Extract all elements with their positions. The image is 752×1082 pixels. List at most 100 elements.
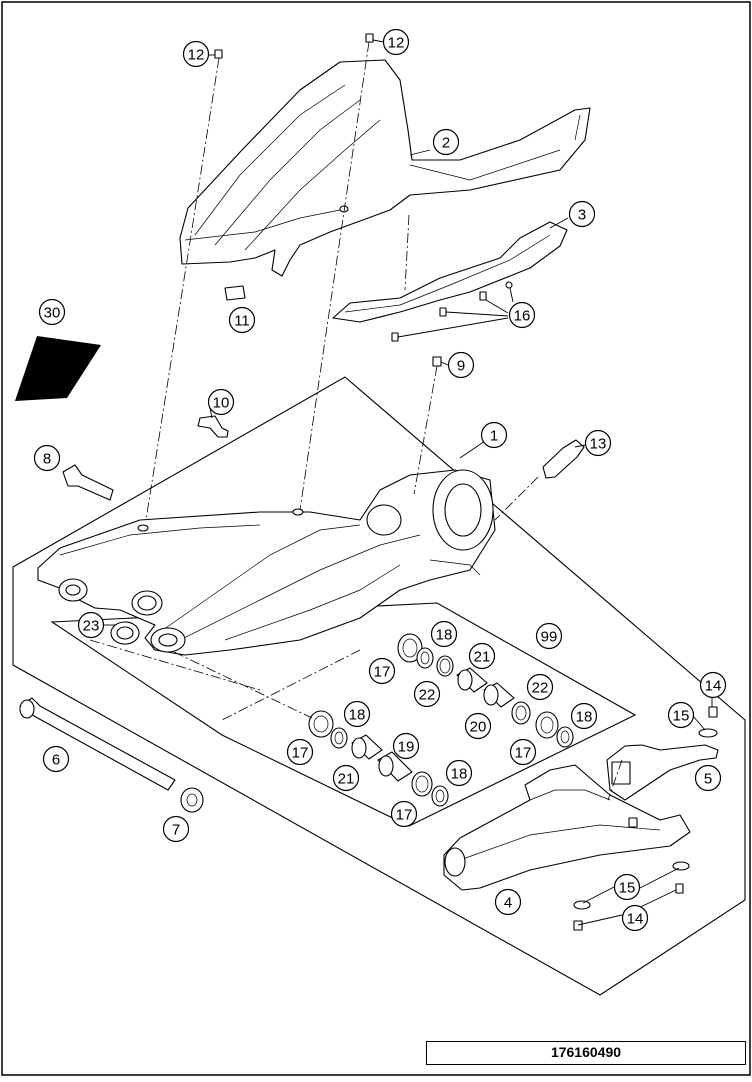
svg-text:18: 18 — [436, 627, 453, 644]
svg-text:10: 10 — [213, 395, 230, 412]
assembly-line-12a — [145, 57, 220, 521]
callout-14a: 14 — [699, 671, 727, 699]
callout-21a: 21 — [468, 642, 496, 670]
svg-text:3: 3 — [578, 207, 586, 224]
callout-19: 19 — [392, 732, 420, 760]
svg-text:9: 9 — [457, 358, 465, 375]
callout-9: 9 — [447, 351, 475, 379]
assembly-line-3 — [404, 214, 410, 291]
screw-12-left — [214, 49, 223, 59]
callout-18b: 18 — [570, 702, 598, 730]
callout-4: 4 — [494, 888, 522, 916]
svg-text:7: 7 — [172, 822, 180, 839]
bolt-part-8 — [62, 464, 114, 501]
stud-part — [197, 415, 229, 438]
callout-10: 10 — [207, 388, 235, 416]
svg-text:2: 2 — [442, 135, 450, 152]
svg-text:12: 12 — [388, 35, 405, 52]
tool-part-shape — [15, 336, 101, 401]
callout-6: 6 — [42, 745, 70, 773]
washer-15-top — [698, 728, 718, 738]
svg-text:11: 11 — [234, 313, 250, 330]
callout-22b: 22 — [526, 673, 554, 701]
callout-99: 99 — [535, 622, 563, 650]
callout-21b: 21 — [332, 764, 360, 792]
svg-text:6: 6 — [52, 752, 60, 769]
callout-23: 23 — [77, 611, 105, 639]
callout-18a: 18 — [430, 620, 458, 648]
callout-8: 8 — [33, 444, 61, 472]
svg-text:22: 22 — [532, 680, 549, 697]
svg-text:99: 99 — [541, 629, 558, 646]
svg-text:18: 18 — [349, 707, 366, 724]
callout-15a: 15 — [667, 701, 695, 729]
chain-guard-part — [332, 221, 568, 323]
callout-5: 5 — [694, 764, 722, 792]
svg-text:1: 1 — [490, 428, 498, 445]
assembly-line-5 — [607, 759, 623, 801]
callout-12b: 12 — [382, 28, 410, 56]
assembly-line-9 — [413, 365, 438, 495]
svg-text:17: 17 — [396, 807, 413, 824]
axle-part — [19, 697, 176, 791]
washer-15-a — [672, 861, 690, 871]
callout-17c: 17 — [286, 738, 314, 766]
bearing-kit-parts — [308, 633, 574, 807]
nut-part-inner — [186, 793, 198, 807]
svg-text:12: 12 — [188, 47, 205, 64]
svg-text:30: 30 — [44, 305, 61, 322]
washer-15-b — [573, 900, 591, 910]
leader-lines — [104, 39, 713, 926]
svg-text:18: 18 — [451, 766, 468, 783]
bushing-23a-inner — [137, 595, 157, 611]
svg-text:20: 20 — [470, 719, 487, 736]
bushing-23b-inner — [116, 626, 134, 640]
svg-text:17: 17 — [515, 745, 532, 762]
callout-7: 7 — [162, 815, 190, 843]
svg-text:8: 8 — [43, 451, 51, 468]
svg-text:21: 21 — [338, 771, 355, 788]
svg-text:14: 14 — [627, 911, 644, 928]
callout-17d: 17 — [390, 800, 418, 828]
svg-text:21: 21 — [474, 649, 491, 666]
assembly-line-center — [221, 649, 361, 721]
nut-part — [180, 787, 204, 813]
svg-text:23: 23 — [83, 618, 100, 635]
callout-22a: 22 — [413, 680, 441, 708]
svg-text:15: 15 — [619, 880, 636, 897]
svg-text:22: 22 — [419, 687, 436, 704]
callout-30: 30 — [38, 298, 66, 326]
screw-14-a — [675, 883, 684, 894]
callout-12a: 12 — [182, 40, 210, 68]
rear-fender-part — [179, 59, 591, 277]
svg-text:19: 19 — [398, 739, 415, 756]
assembly-line-23 — [89, 639, 261, 691]
bracket-part — [606, 744, 719, 801]
callout-18d: 18 — [445, 759, 473, 787]
callout-20: 20 — [464, 712, 492, 740]
clip-part — [224, 285, 246, 301]
assembly-outline — [12, 376, 746, 996]
svg-text:17: 17 — [292, 745, 309, 762]
callout-17a: 17 — [368, 657, 396, 685]
svg-text:16: 16 — [514, 308, 531, 325]
svg-text:14: 14 — [705, 678, 722, 695]
svg-text:13: 13 — [590, 436, 607, 453]
callout-11: 11 — [228, 306, 256, 334]
chain-slider-part — [443, 764, 691, 891]
sleeve-part-13 — [542, 439, 585, 479]
callout-13: 13 — [584, 429, 612, 457]
callout-17b: 17 — [509, 738, 537, 766]
callout-3: 3 — [568, 200, 596, 228]
screw-12-right — [365, 33, 374, 43]
callout-14b: 14 — [621, 904, 649, 932]
svg-text:17: 17 — [374, 664, 391, 681]
screw-14-top — [708, 706, 718, 718]
assembly-line-17 — [173, 651, 313, 719]
svg-text:18: 18 — [576, 709, 593, 726]
svg-text:4: 4 — [504, 895, 512, 912]
screws-part-16 — [391, 281, 513, 342]
assembly-line-12b — [299, 41, 370, 511]
